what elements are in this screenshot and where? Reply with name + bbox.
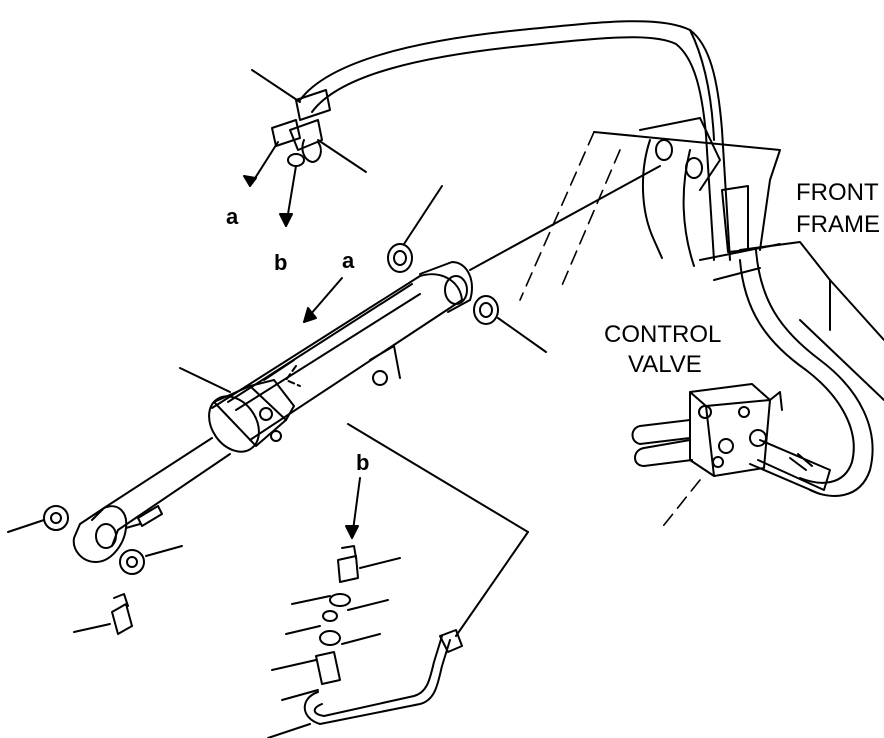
label-control-valve-2: VALVE <box>628 351 702 378</box>
seals-and-bearings <box>7 185 547 575</box>
frame-dashed-lines <box>519 131 701 531</box>
label-a-upper: a <box>226 204 239 229</box>
piston-rod <box>72 437 231 563</box>
upper-hose <box>299 20 731 261</box>
lower-tube <box>303 423 529 725</box>
front-frame <box>593 117 884 497</box>
upper-fittings <box>251 69 367 173</box>
label-front-frame-1: FRONT <box>796 179 879 206</box>
callout-arrows-lower <box>303 277 361 539</box>
grease-fitting <box>73 593 133 635</box>
callout-arrows-upper <box>243 141 297 227</box>
label-b-lower: b <box>356 450 369 475</box>
label-front-frame-2: FRAME <box>796 211 880 238</box>
lower-fittings-stack <box>267 545 401 738</box>
label-control-valve-1: CONTROL <box>604 321 721 348</box>
label-b-upper: b <box>274 250 287 275</box>
hydraulic-cylinder <box>179 165 661 453</box>
label-a-cylinder: a <box>342 248 355 273</box>
control-valve <box>631 383 831 495</box>
